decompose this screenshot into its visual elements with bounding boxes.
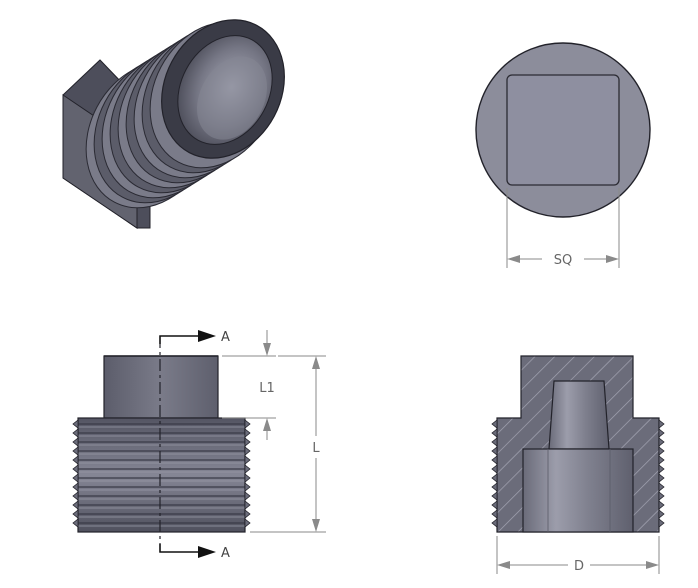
thread-tooth-right <box>244 482 251 492</box>
section-thread-tooth-right <box>658 419 665 429</box>
section-marker-bottom: A <box>221 546 230 561</box>
section-view: D <box>491 355 665 574</box>
dimension-sq-label: SQ <box>554 253 572 268</box>
dimension-l-label: L <box>312 441 320 456</box>
section-thread-tooth-right <box>658 500 665 510</box>
thread-tooth-right <box>244 455 251 465</box>
thread-tooth-left <box>72 509 79 519</box>
thread-tooth-left <box>72 419 79 429</box>
thread-tooth-left <box>72 455 79 465</box>
thread-tooth-right <box>244 473 251 483</box>
section-thread-tooth-right <box>658 437 665 447</box>
thread-tooth-right <box>244 419 251 429</box>
thread-tooth-right <box>244 464 251 474</box>
section-thread-tooth-right <box>658 464 665 474</box>
section-thread-tooth-right <box>658 482 665 492</box>
section-thread-tooth-left <box>491 482 498 492</box>
section-thread-tooth-left <box>491 500 498 510</box>
section-thread-tooth-left <box>491 464 498 474</box>
section-thread-tooth-left <box>491 446 498 456</box>
section-thread-tooth-left <box>491 455 498 465</box>
thread-tooth-right <box>244 446 251 456</box>
end-view: SQ <box>475 42 651 268</box>
thread-tooth-right <box>244 509 251 519</box>
section-thread-tooth-right <box>658 491 665 501</box>
thread-tooth-left <box>72 473 79 483</box>
section-thread-tooth-right <box>658 446 665 456</box>
side-view: A A L1 L <box>72 330 326 561</box>
thread-tooth-right <box>244 428 251 438</box>
thread-tooth-left <box>72 482 79 492</box>
section-thread-tooth-right <box>658 428 665 438</box>
thread-tooth-left <box>72 518 79 528</box>
section-thread-tooth-right <box>658 509 665 519</box>
thread-tooth-right <box>244 491 251 501</box>
dimension-l1-label: L1 <box>259 381 275 396</box>
section-thread-tooth-left <box>491 518 498 528</box>
dimension-d-label: D <box>574 559 584 574</box>
thread-tooth-left <box>72 500 79 510</box>
thread-tooth-left <box>72 491 79 501</box>
section-thread-tooth-right <box>658 518 665 528</box>
thread-tooth-left <box>72 446 79 456</box>
section-thread-tooth-left <box>491 419 498 429</box>
section-thread-tooth-right <box>658 473 665 483</box>
section-thread-tooth-left <box>491 437 498 447</box>
isometric-view <box>62 19 285 229</box>
thread-tooth-right <box>244 500 251 510</box>
section-thread-tooth-left <box>491 428 498 438</box>
thread-tooth-left <box>72 464 79 474</box>
section-thread-tooth-left <box>491 473 498 483</box>
section-thread-tooth-right <box>658 455 665 465</box>
thread-tooth-left <box>72 437 79 447</box>
thread-tooth-right <box>244 518 251 528</box>
section-marker-top: A <box>221 330 230 345</box>
section-thread-tooth-left <box>491 491 498 501</box>
section-thread-tooth-left <box>491 509 498 519</box>
thread-tooth-right <box>244 437 251 447</box>
thread-tooth-left <box>72 428 79 438</box>
